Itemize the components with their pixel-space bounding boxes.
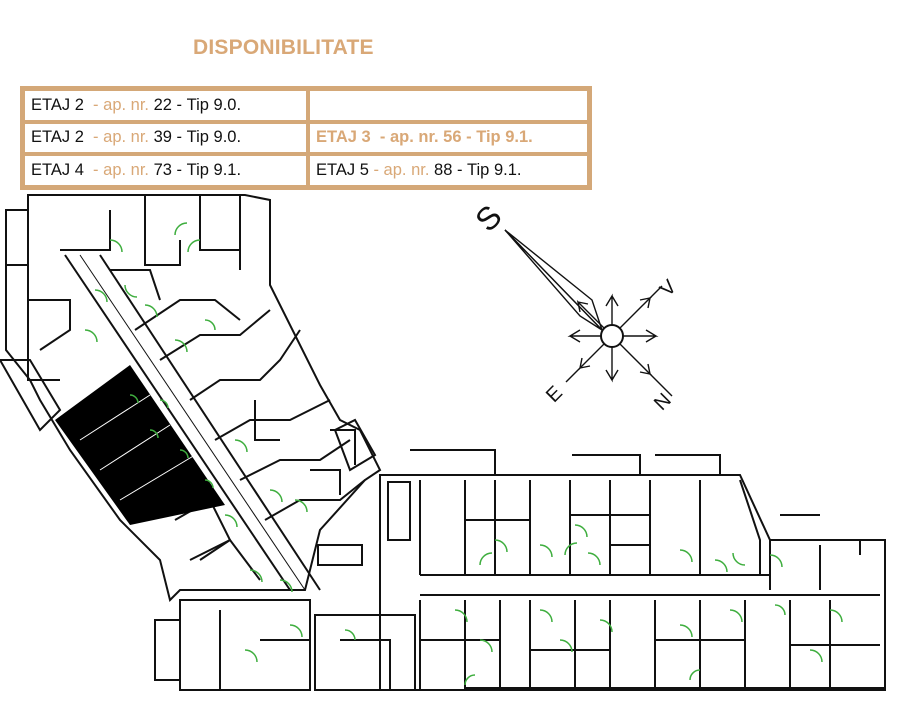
cell-sep: - ap. nr. — [83, 128, 154, 147]
cell-floor: ETAJ 3 — [316, 128, 371, 147]
cell-sep: - — [171, 95, 187, 114]
cell-apartment-number: 39 — [153, 128, 172, 147]
cell-sep: - — [171, 161, 187, 180]
compass-needle — [504, 229, 673, 397]
cell-apartment-number: 73 — [153, 161, 172, 180]
plan-doors — [84, 222, 843, 686]
cell-floor: ETAJ 2 — [31, 128, 84, 147]
cell-type: Tip 9.0. — [186, 95, 242, 114]
table-cell-r2c1[interactable]: ETAJ 5 - ap. nr. 88 - Tip 9.1. — [308, 154, 589, 187]
cell-apartment-number: 56 — [443, 128, 462, 147]
cell-type: Tip 9.1. — [476, 128, 533, 147]
cell-floor: ETAJ 5 — [316, 161, 369, 180]
table-cell-r1c1[interactable]: ETAJ 3 - ap. nr. 56 - Tip 9.1. — [308, 121, 589, 155]
table-cell-r0c0[interactable]: ETAJ 2 - ap. nr. 22 - Tip 9.0. — [23, 89, 308, 122]
cell-sep: - ap. nr. — [83, 161, 154, 180]
sold-apartment-block — [55, 365, 225, 525]
cell-apartment-number: 88 — [434, 161, 453, 180]
plan-walls — [0, 194, 416, 691]
cell-floor: ETAJ 2 — [31, 95, 84, 114]
cell-sep: - ap. nr. — [83, 95, 154, 114]
cell-sep: - — [171, 128, 187, 147]
cell-sep: - — [452, 161, 468, 180]
cell-sep: - ap. nr. — [370, 128, 444, 147]
cell-apartment-number: 22 — [153, 95, 172, 114]
table-cell-r0c1 — [308, 89, 589, 122]
availability-table: ETAJ 2 - ap. nr. 22 - Tip 9.0. ETAJ 2 - … — [20, 86, 592, 190]
cell-floor: ETAJ 4 — [31, 161, 84, 180]
page-title: DISPONIBILITATE — [193, 36, 374, 59]
plan-walls-east — [379, 449, 886, 691]
cell-sep: - — [461, 128, 477, 147]
table-cell-r2c0[interactable]: ETAJ 4 - ap. nr. 73 - Tip 9.1. — [23, 154, 308, 187]
cell-type: Tip 9.1. — [186, 161, 242, 180]
table-cell-r1c0[interactable]: ETAJ 2 - ap. nr. 39 - Tip 9.0. — [23, 121, 308, 155]
cell-type: Tip 9.0. — [186, 128, 242, 147]
compass-center — [600, 324, 624, 348]
cell-sep: - ap. nr. — [368, 161, 435, 180]
cell-type: Tip 9.1. — [467, 161, 522, 180]
